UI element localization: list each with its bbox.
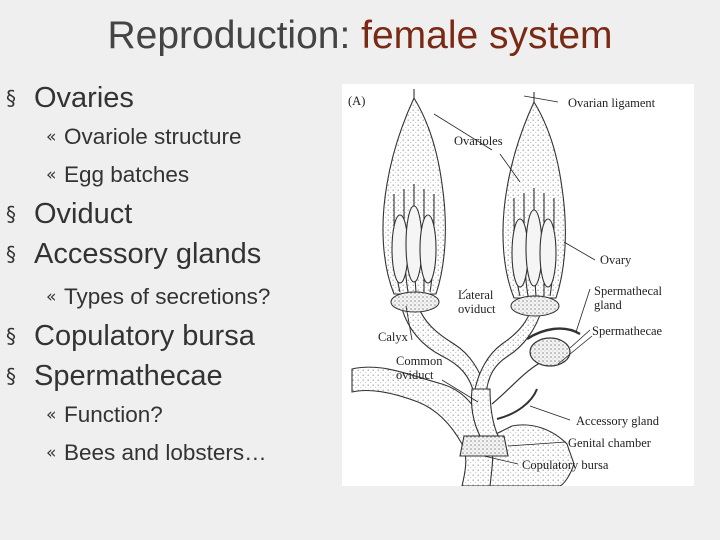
label-accessory-gland: Accessory gland xyxy=(576,414,659,428)
subbullet-text: Bees and lobsters… xyxy=(64,440,267,465)
bullet-text: Oviduct xyxy=(34,198,133,230)
label-lateral-oviduct: Lateral oviduct xyxy=(458,288,496,316)
subbullet-marker-icon: « xyxy=(46,287,57,307)
left-calyx xyxy=(390,291,440,313)
bullet-text: Ovaries xyxy=(34,82,134,114)
subbullet-marker-icon: « xyxy=(46,127,57,147)
subbullet-text: Egg batches xyxy=(64,162,190,187)
label-common-oviduct: Common oviduct xyxy=(396,354,443,382)
bullet-text: Accessory glands xyxy=(34,238,262,270)
accessory-gland xyxy=(496,388,538,420)
leader-lines xyxy=(405,95,596,465)
label-genital-chamber: Genital chamber xyxy=(568,436,651,450)
subbullet-bees-and-lobsters: « Bees and lobsters… xyxy=(6,434,351,472)
right-ovary xyxy=(502,92,566,299)
subbullet-egg-batches: « Egg batches xyxy=(6,156,351,194)
left-ovary xyxy=(382,89,446,295)
hindgut-tube xyxy=(351,366,495,486)
slide-title: Reproduction: female system xyxy=(0,14,720,58)
subbullet-ovariole-structure: « Ovariole structure xyxy=(6,118,351,156)
panel-label: (A) xyxy=(348,94,366,108)
label-ovary: Ovary xyxy=(600,253,632,267)
bullet-marker-icon: § xyxy=(6,86,16,110)
bullet-marker-icon: § xyxy=(6,364,16,388)
bullet-spermathecae: § Spermathecae xyxy=(6,356,351,396)
title-accent: female system xyxy=(361,14,613,57)
bullet-copulatory-bursa: § Copulatory bursa xyxy=(6,316,351,356)
bullet-text: Copulatory bursa xyxy=(34,320,255,352)
bullet-text: Spermathecae xyxy=(34,360,223,392)
label-spermathecal-gland: Spermathecal gland xyxy=(594,284,663,312)
label-ovarioles: Ovarioles xyxy=(454,134,503,148)
subbullet-marker-icon: « xyxy=(46,443,57,463)
bullet-oviduct: § Oviduct xyxy=(6,194,351,234)
reproductive-system-diagram: (A) Ovarian ligament Ovarioles Ovary Lat… xyxy=(342,84,694,486)
subbullet-function: « Function? xyxy=(6,396,351,434)
label-calyx: Calyx xyxy=(378,330,408,344)
bullet-list: § Ovaries « Ovariole structure « Egg batche… xyxy=(6,78,351,472)
subbullet-text: Ovariole structure xyxy=(64,124,242,149)
bullet-accessory-glands: § Accessory glands xyxy=(6,234,351,274)
label-copulatory-bursa: Copulatory bursa xyxy=(522,458,609,472)
bullet-marker-icon: § xyxy=(6,324,16,348)
title-plain: Reproduction: xyxy=(107,14,362,57)
bullet-marker-icon: § xyxy=(6,202,16,226)
label-spermathecae: Spermathecae xyxy=(592,324,663,338)
bullet-marker-icon: § xyxy=(6,242,16,266)
subbullet-marker-icon: « xyxy=(46,405,57,425)
subbullet-text: Function? xyxy=(64,402,163,427)
label-ovarian-ligament: Ovarian ligament xyxy=(568,96,656,110)
bullet-ovaries: § Ovaries xyxy=(6,78,351,118)
subbullet-marker-icon: « xyxy=(46,165,57,185)
spermatheca xyxy=(529,337,571,367)
genital-chamber xyxy=(459,435,509,457)
subbullet-text: Types of secretions? xyxy=(64,284,271,309)
right-calyx xyxy=(510,295,560,317)
spermathecal-gland xyxy=(526,327,581,341)
diagram-illustration xyxy=(351,89,596,486)
subbullet-types-of-secretions: « Types of secretions? xyxy=(6,278,351,316)
